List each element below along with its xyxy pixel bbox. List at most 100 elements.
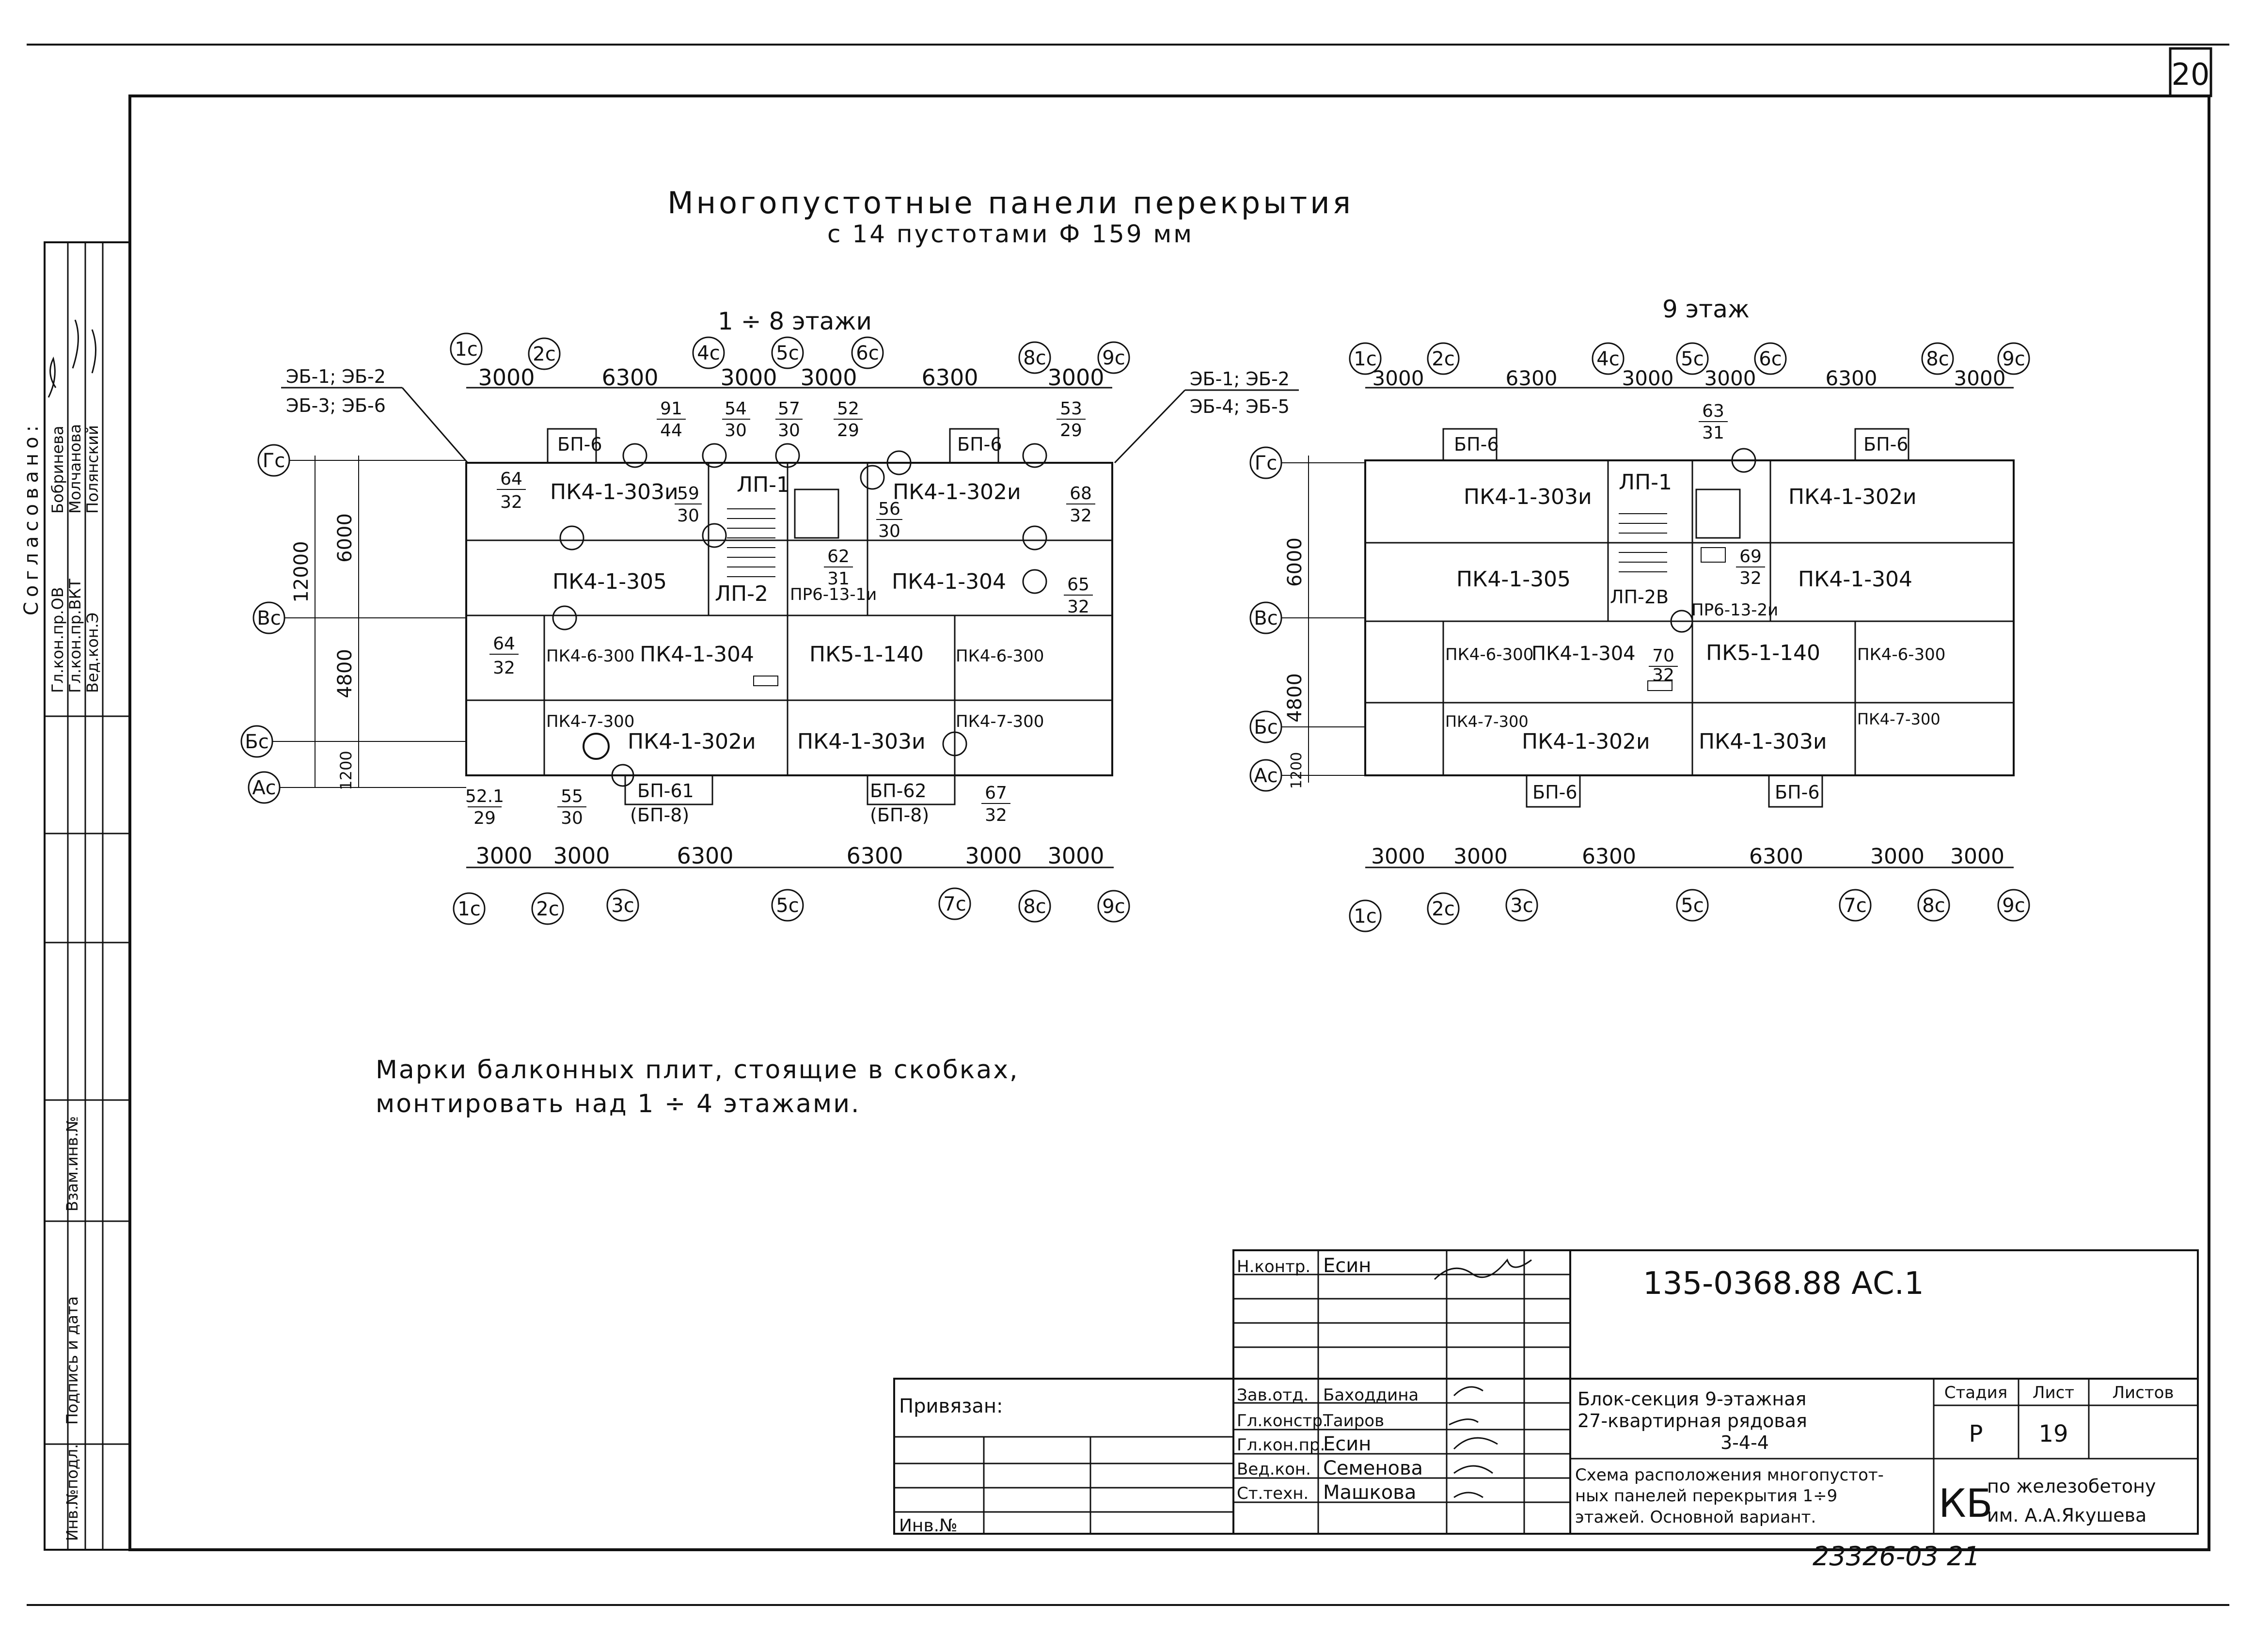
main-title: Многопустотные панели перекрытия с 14 пу… xyxy=(667,185,1351,248)
axis-bubble-top xyxy=(1592,342,1625,375)
panel-label: ПК4-7-300 xyxy=(956,712,1044,731)
axis-bubble-bottom xyxy=(1505,889,1538,922)
approval-role-1: Гл.кон.пр.ОВ xyxy=(48,587,67,693)
dim-bottom: 6300 xyxy=(1582,844,1636,869)
anchor-circle xyxy=(860,465,885,490)
fraction-num: 52.1 xyxy=(465,787,504,806)
axis-bubble-top xyxy=(1349,342,1382,375)
anchor-circle xyxy=(552,605,577,630)
panel-label: ПР6-13-1и xyxy=(790,585,877,604)
fraction-den: 32 xyxy=(985,805,1007,825)
plan-left-title: 1 ÷ 8 этажи xyxy=(718,307,872,335)
axis-label: 4с xyxy=(697,342,720,364)
panel-label: ПК4-1-302и xyxy=(1788,485,1917,509)
dim-row: 6000 xyxy=(1284,537,1306,587)
axis-bubble-bottom xyxy=(1676,889,1709,922)
name: Баходдина xyxy=(1323,1385,1419,1405)
dim-top: 3000 xyxy=(478,364,535,391)
anchor-circle xyxy=(559,525,584,551)
fraction-num: 64 xyxy=(500,469,522,489)
elevator-shaft xyxy=(1695,488,1741,539)
axis-label: 2с xyxy=(536,898,559,920)
fraction-num: 62 xyxy=(827,547,850,566)
role: Гл.кон.пр. xyxy=(1237,1435,1325,1455)
fraction-den: 44 xyxy=(660,421,682,441)
axis-bubble-row xyxy=(248,771,281,804)
bracket-right-2: ЭБ-4; ЭБ-5 xyxy=(1190,396,1290,417)
axis-bubble-row xyxy=(252,601,285,634)
panel-label: ПК4-1-305 xyxy=(1456,567,1571,592)
dim-top: 3000 xyxy=(720,364,777,391)
dim-top: 6300 xyxy=(1826,366,1877,390)
anchor-circle xyxy=(611,764,634,787)
dim-top: 6300 xyxy=(1506,366,1558,390)
dim-bottom: 6300 xyxy=(677,843,733,869)
axis-bubble-top xyxy=(1754,342,1787,375)
fraction-num: 65 xyxy=(1067,575,1089,595)
axis-bubble-top xyxy=(1997,342,2030,375)
fraction-num: 53 xyxy=(1060,399,1082,419)
panel-label: ПК4-7-300 xyxy=(546,712,634,731)
axis-label: 4с xyxy=(1596,348,1619,370)
dim-bottom: 3000 xyxy=(1870,844,1925,869)
panel-label: ПК4-1-304 xyxy=(1531,643,1636,665)
opening-mark xyxy=(1647,680,1672,691)
axis-label: 8с xyxy=(1023,347,1046,369)
axis-label: 1с xyxy=(1354,348,1376,370)
dim-top: 3000 xyxy=(1373,366,1424,390)
role: Вед.кон. xyxy=(1237,1460,1311,1479)
axis-label: 8с xyxy=(1023,896,1046,918)
title-block: 135-0368.88 АС.1 Н.контр. Есин Зав.отд. … xyxy=(893,1249,2199,1572)
fraction-den: 30 xyxy=(561,808,583,828)
fraction-den: 29 xyxy=(1060,421,1082,441)
fraction-den: 30 xyxy=(878,521,900,541)
axis-label: 5с xyxy=(776,342,799,364)
axis-bubble-top xyxy=(1676,342,1709,375)
approval-name-1: Бобринева xyxy=(48,426,67,514)
axis-bubble-row xyxy=(1249,710,1282,743)
panel-label: ПК4-1-304 xyxy=(640,642,754,667)
axis-label: 7с xyxy=(943,893,966,915)
fraction-den: 32 xyxy=(500,492,522,512)
anchor-circle xyxy=(1022,525,1047,551)
name: Машкова xyxy=(1323,1481,1416,1504)
axis-label: 5с xyxy=(1681,895,1704,917)
panel-label: ПК4-1-304 xyxy=(892,569,1006,594)
balcony-label: БП-6 xyxy=(1863,434,1909,455)
axis-label: 1с xyxy=(455,338,477,361)
axis-bubble-row xyxy=(240,725,273,758)
axis-bubble-bottom xyxy=(938,887,971,920)
axis-bubble-4c-top xyxy=(692,336,725,369)
dim-bottom: 3000 xyxy=(965,843,1022,869)
panel-label: ПК4-7-300 xyxy=(1857,710,1940,728)
axis-bubble-bottom xyxy=(531,892,564,925)
axis-label: 5с xyxy=(776,895,799,917)
role: Гл.констр. xyxy=(1237,1411,1328,1431)
panel-label: ЛП-2 xyxy=(715,582,768,606)
balcony-label: БП-6 xyxy=(1775,782,1820,803)
opening-mark xyxy=(1701,547,1726,563)
fraction-den: 32 xyxy=(493,658,515,678)
axis-label: 9с xyxy=(1102,347,1125,369)
dim-bottom: 3000 xyxy=(1453,844,1508,869)
balcony-label: БП-6 xyxy=(1532,782,1578,803)
fraction-num: 59 xyxy=(677,484,699,503)
balcony-slab xyxy=(1768,774,1823,808)
balcony-slab xyxy=(1854,428,1909,461)
axis-bubble-row xyxy=(1249,759,1282,792)
axis-label: 1с xyxy=(458,898,480,920)
anchor-circle xyxy=(942,731,967,756)
stair-hatching xyxy=(727,508,775,577)
stamp-inv-podl: Инв.№подл. xyxy=(63,1444,81,1541)
note-line-2: монтировать над 1 ÷ 4 этажами. xyxy=(376,1089,861,1118)
axis-label: 8с xyxy=(1922,895,1945,917)
dim-row: 1200 xyxy=(337,751,355,790)
dim-top: 3000 xyxy=(1704,366,1756,390)
dim-top: 3000 xyxy=(1047,364,1104,391)
axis-bubble-bottom xyxy=(606,889,639,922)
balcony-label: БП-62 xyxy=(870,780,927,802)
axis-bubble-9c-top xyxy=(1097,341,1130,374)
approval-role-2: Гл.кон.пр.ВКТ xyxy=(66,579,84,693)
fraction-den: 30 xyxy=(778,421,800,441)
